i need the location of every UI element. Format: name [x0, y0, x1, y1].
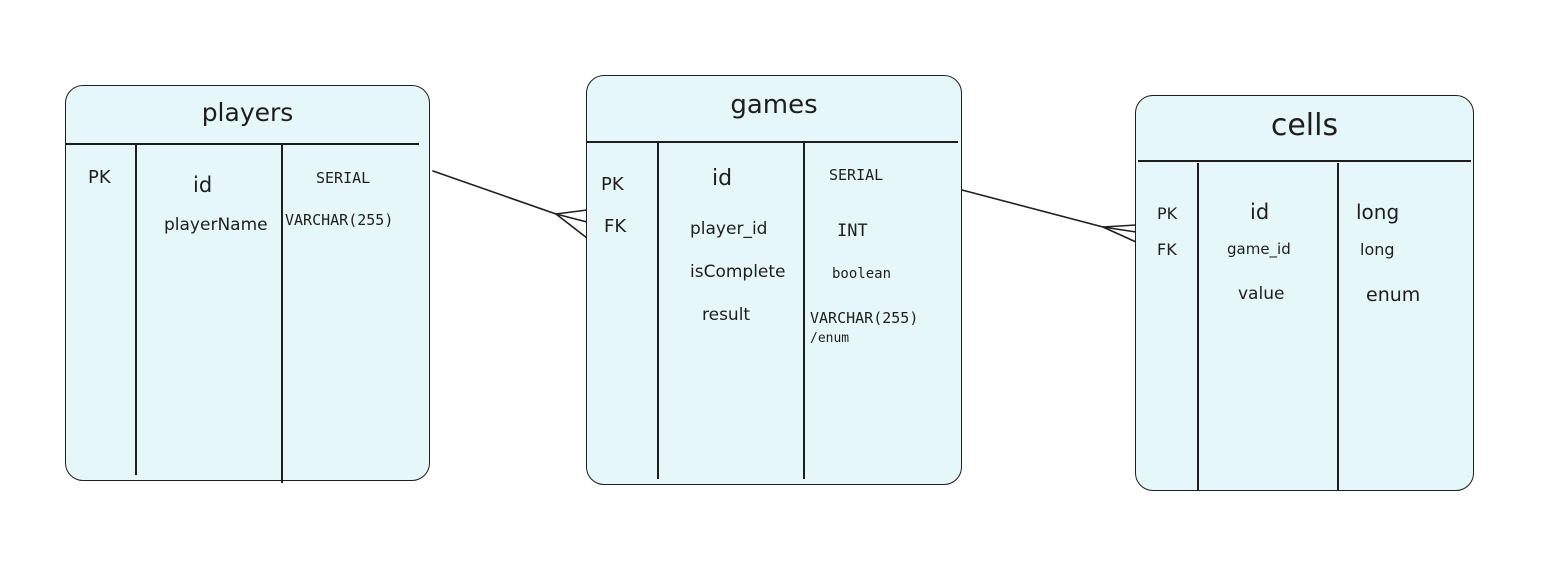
entity-players[interactable]: players	[65, 85, 430, 481]
games-row-2-name: isComplete	[690, 262, 786, 282]
header-divider-games	[586, 141, 958, 143]
crows-foot-games-bottom	[555, 213, 588, 239]
players-row-0-type: SERIAL	[316, 169, 371, 187]
header-divider-players	[65, 143, 419, 145]
games-row-0-type: SERIAL	[829, 166, 884, 184]
entity-games[interactable]: games	[586, 75, 962, 485]
relationship-players-games	[432, 170, 588, 239]
column-divider-players-2	[281, 145, 283, 483]
header-divider-cells	[1138, 160, 1471, 162]
column-divider-cells-2	[1337, 163, 1339, 491]
relationship-games-cells	[961, 189, 1137, 243]
games-row-1-key: FK	[604, 216, 627, 237]
cells-row-0-name: id	[1250, 200, 1270, 224]
cells-row-1-key: FK	[1157, 240, 1177, 259]
crows-foot-cells-bottom	[1102, 226, 1137, 243]
crows-foot-games-middle	[555, 213, 588, 223]
cells-row-0-key: PK	[1157, 204, 1178, 223]
games-row-2-type: boolean	[832, 266, 892, 282]
connector-line-games-cells	[961, 189, 1104, 228]
connector-line-players-games	[432, 170, 557, 215]
cells-row-0-type: long	[1356, 200, 1400, 224]
crows-foot-games-top	[555, 209, 588, 215]
players-row-0-key: PK	[88, 167, 111, 188]
column-divider-games-1	[657, 143, 659, 479]
entity-cells[interactable]: cells	[1135, 95, 1474, 491]
games-row-3-type: VARCHAR(255)	[810, 309, 919, 327]
games-row-3-type-line2: /enum	[810, 331, 850, 346]
crows-foot-cells-middle	[1102, 226, 1137, 233]
entity-title-players: players	[201, 98, 294, 127]
games-row-0-key: PK	[601, 174, 624, 195]
games-row-3-name: result	[702, 305, 751, 325]
column-divider-games-2	[803, 143, 805, 479]
players-row-1-name: playerName	[164, 215, 268, 235]
entity-title-games: games	[730, 90, 818, 120]
games-row-1-type: INT	[837, 221, 868, 241]
cells-row-1-type: long	[1360, 240, 1395, 259]
games-row-1-name: player_id	[690, 219, 768, 239]
crows-foot-cells-top	[1102, 224, 1137, 228]
players-row-0-name: id	[193, 173, 213, 197]
column-divider-players-1	[135, 145, 137, 475]
cells-row-1-name: game_id	[1227, 240, 1291, 258]
cells-row-2-type: enum	[1366, 284, 1421, 306]
column-divider-cells-1	[1197, 163, 1199, 491]
players-row-1-type: VARCHAR(255)	[285, 211, 394, 229]
games-row-0-name: id	[712, 166, 733, 191]
cells-row-2-name: value	[1238, 284, 1285, 304]
entity-title-cells: cells	[1270, 108, 1339, 143]
